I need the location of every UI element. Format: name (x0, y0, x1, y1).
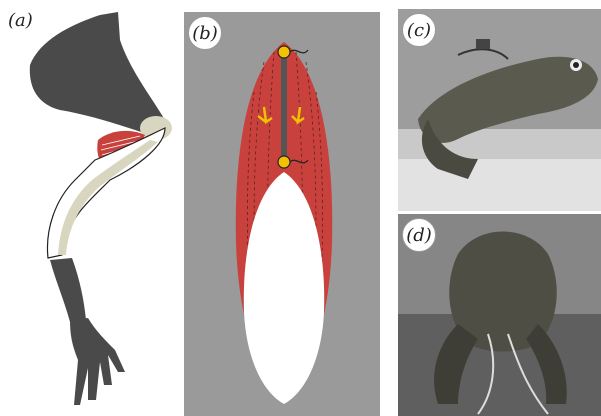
panel-a-leg-anatomy: (a) (0, 0, 180, 416)
tarsus-shape (50, 258, 86, 322)
frog-connector (476, 39, 490, 49)
leg-anatomy-diagram (0, 0, 180, 416)
panel-b-label: (b) (188, 16, 222, 50)
muscle-sensor-diagram (184, 12, 380, 416)
panel-c-label: (c) (402, 13, 436, 47)
panel-a-label: (a) (8, 12, 33, 30)
sensor-top (278, 46, 290, 58)
panel-d-frog-photo-rear: (d) (398, 214, 601, 416)
sensor-bottom (278, 156, 290, 168)
panel-b-muscle-sensor: (b) (184, 12, 380, 416)
foot-shape (70, 318, 125, 405)
thigh-body-shape (30, 12, 165, 135)
sensor-rod (281, 54, 287, 164)
panel-d-label: (d) (402, 218, 436, 252)
panel-c-frog-photo-side: (c) (398, 9, 601, 211)
